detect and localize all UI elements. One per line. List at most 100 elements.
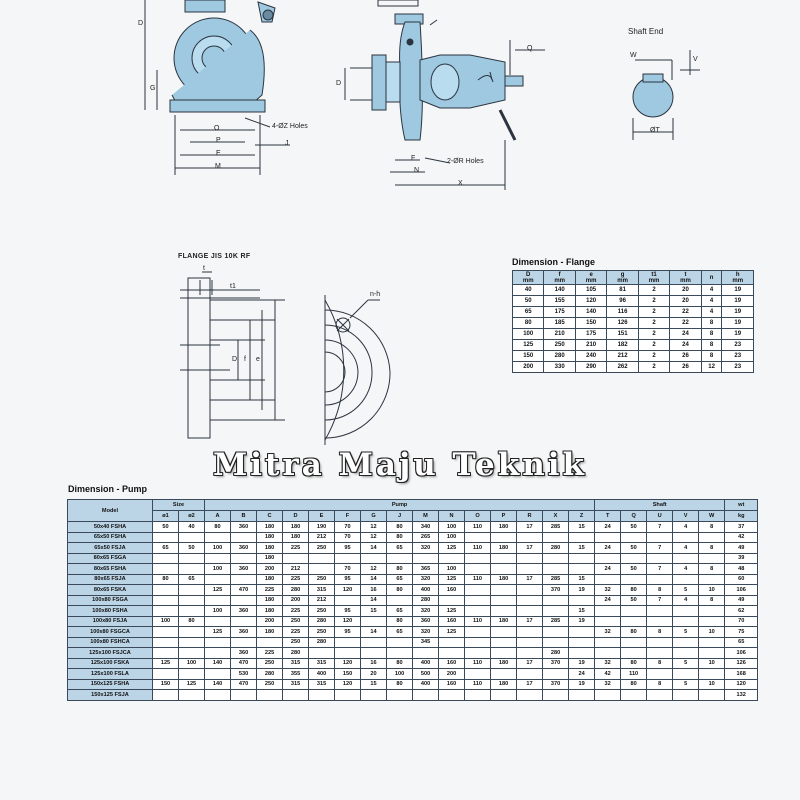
- table-cell: [386, 594, 414, 606]
- table-cell: [204, 668, 232, 680]
- table-cell: 8: [646, 584, 674, 596]
- table-cell: [308, 647, 336, 659]
- table-cell: 49: [724, 542, 759, 554]
- table-cell: 345: [412, 636, 440, 648]
- table-cell: 8: [646, 626, 674, 638]
- table-cell: [490, 531, 518, 543]
- table-cell: 212: [606, 350, 639, 362]
- table-cell: 24: [568, 668, 596, 680]
- table-cell: 150: [511, 350, 545, 362]
- table-cell: 32: [594, 678, 622, 690]
- table-cell: 155: [543, 295, 576, 307]
- table-cell: 62: [724, 605, 759, 617]
- table-cell: 320: [412, 542, 440, 554]
- table-cell: [672, 636, 700, 648]
- dim-label-nh: n-h: [370, 291, 381, 298]
- table-cell: 250: [308, 605, 336, 617]
- table-cell: [177, 552, 206, 564]
- table-cell: 50: [620, 521, 648, 533]
- table-cell: [386, 647, 414, 659]
- table-cell: [230, 689, 258, 701]
- table-cell: [698, 531, 726, 543]
- table-cell: 180: [256, 573, 284, 585]
- dim-label-m: M: [215, 163, 221, 170]
- table-cell: [230, 594, 258, 606]
- table-cell: 360: [230, 605, 258, 617]
- table-cell: 225: [256, 584, 284, 596]
- table-cell: 65: [386, 626, 414, 638]
- dim-label-d-flange: D: [232, 356, 238, 363]
- table-cell: 14: [360, 542, 388, 554]
- table-cell: 280: [542, 647, 570, 659]
- table-cell: 5: [672, 657, 700, 669]
- table-cell: [646, 552, 674, 564]
- table-cell: [620, 647, 648, 659]
- table-cell: 8: [698, 594, 726, 606]
- table-cell: [672, 573, 700, 585]
- table-cell: 17: [516, 615, 544, 627]
- table-cell: [412, 647, 440, 659]
- table-cell: 360: [230, 521, 258, 533]
- table-cell: [204, 647, 232, 659]
- table-cell: 42: [594, 668, 622, 680]
- table-cell: 280: [282, 584, 310, 596]
- table-cell: 125: [204, 584, 232, 596]
- table-cell: 200: [282, 594, 310, 606]
- table-cell: 100: [204, 542, 232, 554]
- table-cell: 100: [511, 328, 545, 340]
- table-cell: 50: [620, 542, 648, 554]
- table-cell: 250: [308, 542, 336, 554]
- table-cell: [177, 668, 206, 680]
- table-cell: 180: [490, 521, 518, 533]
- table-cell: 225: [282, 626, 310, 638]
- table-cell: [308, 552, 336, 564]
- table-cell: [646, 689, 674, 701]
- table-cell: 2: [637, 328, 671, 340]
- table-cell: [204, 594, 232, 606]
- table-cell: 2: [637, 361, 671, 373]
- table-cell: [490, 626, 518, 638]
- table-cell: [438, 636, 466, 648]
- table-cell: 8: [700, 350, 723, 362]
- table-cell: 370: [542, 678, 570, 690]
- table-cell: 106: [724, 584, 759, 596]
- table-cell: 26: [669, 361, 702, 373]
- dim-label-x: X: [458, 180, 463, 187]
- flange-col-unit: mm: [648, 277, 660, 284]
- table-cell: 19: [721, 284, 754, 296]
- table-cell: [412, 552, 440, 564]
- table-cell: [594, 689, 622, 701]
- table-cell: 330: [543, 361, 576, 373]
- table-cell: 125: [438, 626, 466, 638]
- table-cell: 180: [282, 531, 310, 543]
- table-cell: [698, 668, 726, 680]
- table-cell: 80: [620, 626, 648, 638]
- table-cell: 65: [386, 542, 414, 554]
- table-cell: 15: [360, 678, 388, 690]
- table-cell: 160: [438, 678, 466, 690]
- table-cell: [516, 605, 544, 617]
- table-cell: 225: [282, 605, 310, 617]
- table-cell: 17: [516, 573, 544, 585]
- table-cell: [177, 594, 206, 606]
- table-cell: 60: [724, 573, 759, 585]
- table-cell: 210: [543, 328, 576, 340]
- table-cell: 180: [490, 657, 518, 669]
- table-cell: 180: [490, 573, 518, 585]
- table-cell: 125: [152, 657, 179, 669]
- pump-col-header: W: [698, 510, 726, 522]
- table-cell: [360, 636, 388, 648]
- pump-col-header: X: [542, 510, 570, 522]
- table-cell: 250: [282, 615, 310, 627]
- table-cell: 4: [700, 295, 723, 307]
- table-cell: 140: [543, 284, 576, 296]
- table-cell: [308, 563, 336, 575]
- table-cell: 200: [256, 615, 284, 627]
- table-cell: 75: [724, 626, 759, 638]
